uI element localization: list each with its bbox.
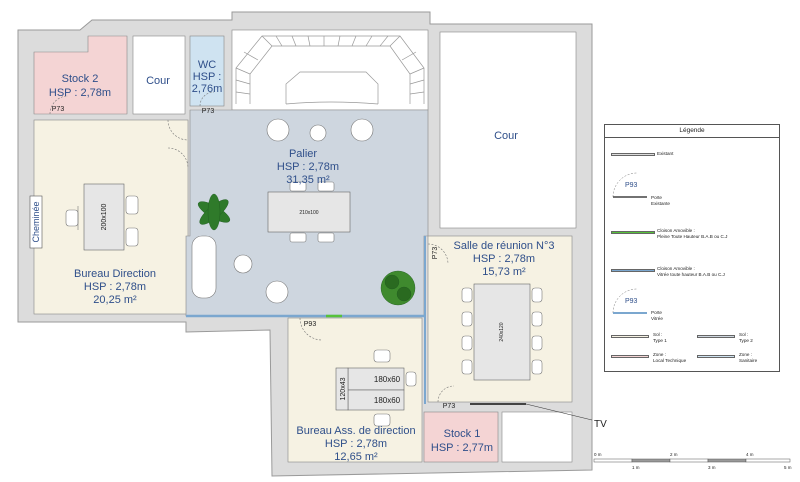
legend-cloison-pleine: Cloison Amovible : Pleine Toute Hauteur … bbox=[657, 228, 728, 239]
tv-label: TV bbox=[594, 419, 607, 430]
armchairs-palier bbox=[191, 118, 374, 304]
scale-bar bbox=[593, 458, 791, 463]
legend-sol2: Sol : Type 2 bbox=[739, 332, 753, 343]
legend-porte-vitree: Porte Vitrée bbox=[651, 310, 663, 321]
salle-reunion-area: 15,73 m² bbox=[482, 266, 526, 278]
legend-existant: Existant bbox=[657, 151, 674, 156]
door-swings bbox=[49, 91, 455, 403]
palier-name: Palier bbox=[289, 148, 317, 160]
cheminee-block bbox=[29, 195, 43, 249]
staircase bbox=[235, 35, 425, 105]
scale-tick-2: 2 m bbox=[670, 452, 678, 457]
bureau-direction-area: 20,25 m² bbox=[93, 294, 137, 306]
salle-reunion-hsp: HSP : 2,78m bbox=[473, 253, 535, 265]
table-reunion bbox=[473, 283, 531, 381]
legend-swatch-cloison-pleine bbox=[611, 231, 655, 234]
bureau-direction-hsp: HSP : 2,78m bbox=[84, 281, 146, 293]
door-tag-stock2: P73 bbox=[52, 106, 65, 113]
wc-name: WC bbox=[198, 59, 216, 71]
legend-swatch-existant bbox=[611, 153, 655, 156]
legend-swatch-sol2 bbox=[697, 335, 735, 338]
legend-swatch-cloison-vitree bbox=[611, 269, 655, 272]
legend-p93-b: P93 bbox=[625, 298, 638, 305]
desk-ass-1-dims: 180x60 bbox=[374, 375, 401, 384]
table-palier bbox=[267, 191, 351, 233]
small-white-room bbox=[501, 411, 573, 463]
legend-zone-san: Zone : Sanitaire bbox=[739, 352, 758, 363]
tv-leader bbox=[525, 403, 593, 421]
cour1-area bbox=[132, 35, 186, 115]
palier-area: 31,35 m² bbox=[286, 174, 330, 186]
cour2-area bbox=[439, 31, 577, 229]
desk-ass-side bbox=[335, 367, 349, 411]
legend-sol1: Sol : Type 1 bbox=[653, 332, 667, 343]
legend-door-icon bbox=[612, 172, 647, 198]
legend-glazed-door-icon bbox=[612, 288, 647, 314]
stock1-room bbox=[423, 411, 499, 463]
legend: Légende Existant P93 Porte Existante Clo… bbox=[604, 124, 780, 372]
chairs-reunion bbox=[461, 287, 543, 375]
cour2-name: Cour bbox=[494, 130, 518, 142]
plant-palier bbox=[197, 193, 231, 231]
bureau-direction-name: Bureau Direction bbox=[74, 268, 156, 280]
scale-tick-5: 5 m bbox=[784, 465, 792, 470]
stock2-hsp: HSP : 2,78m bbox=[49, 87, 111, 99]
chairs-ass bbox=[373, 349, 417, 427]
desk-ass-2-dims: 180x60 bbox=[374, 396, 401, 405]
door-tag-reunion: P73 bbox=[432, 247, 439, 260]
stock2-name: Stock 2 bbox=[62, 73, 99, 85]
wc-room bbox=[189, 35, 225, 107]
legend-swatch-sol1 bbox=[611, 335, 649, 338]
chairs-palier bbox=[289, 181, 335, 243]
desk-direction-dims: 200x100 bbox=[101, 203, 108, 230]
palier-hsp: HSP : 2,78m bbox=[277, 161, 339, 173]
legend-cloison-vitree: Cloison Amovible : Vitrée toute hauteur … bbox=[657, 266, 725, 277]
desk-direction bbox=[83, 183, 125, 251]
scale-tick-4: 4 m bbox=[746, 452, 754, 457]
door-tag-stock1: P73 bbox=[443, 403, 456, 410]
legend-p93-a: P93 bbox=[625, 182, 638, 189]
door-tag-wc: P73 bbox=[202, 108, 215, 115]
stair-area bbox=[231, 29, 429, 111]
legend-title: Légende bbox=[605, 125, 779, 138]
scale-tick-0: 0 m bbox=[594, 452, 602, 457]
table-reunion-dims: 240x120 bbox=[499, 322, 505, 341]
bureau-ass-name: Bureau Ass. de direction bbox=[296, 425, 415, 437]
stock1-name: Stock 1 bbox=[444, 428, 481, 440]
desk-ass-side-dims: 120x43 bbox=[340, 377, 347, 400]
door-tag-ass: P93 bbox=[304, 321, 317, 328]
stock1-hsp: HSP : 2,77m bbox=[431, 442, 493, 454]
legend-swatch-zone-san bbox=[697, 355, 735, 358]
wc-hsp-1: HSP : bbox=[193, 71, 222, 83]
plant-reunion bbox=[380, 270, 416, 306]
chairs-direction bbox=[65, 195, 139, 247]
legend-porte-existante: Porte Existante bbox=[651, 195, 670, 206]
scale-tick-3: 3 m bbox=[708, 465, 716, 470]
bureau-ass-hsp: HSP : 2,78m bbox=[325, 438, 387, 450]
bureau-ass-area: 12,65 m² bbox=[334, 451, 378, 463]
cour1-name: Cour bbox=[146, 75, 170, 87]
stock2-room bbox=[33, 35, 128, 115]
cheminee-label: Cheminée bbox=[31, 201, 41, 242]
salle-reunion-name: Salle de réunion N°3 bbox=[453, 240, 554, 252]
legend-swatch-zone-tech bbox=[611, 355, 649, 358]
table-palier-dims: 210x100 bbox=[299, 210, 318, 216]
wc-hsp-2: 2,76m bbox=[192, 83, 223, 95]
scale-tick-1: 1 m bbox=[632, 465, 640, 470]
legend-zone-tech: Zone : Local Technique bbox=[653, 352, 687, 363]
